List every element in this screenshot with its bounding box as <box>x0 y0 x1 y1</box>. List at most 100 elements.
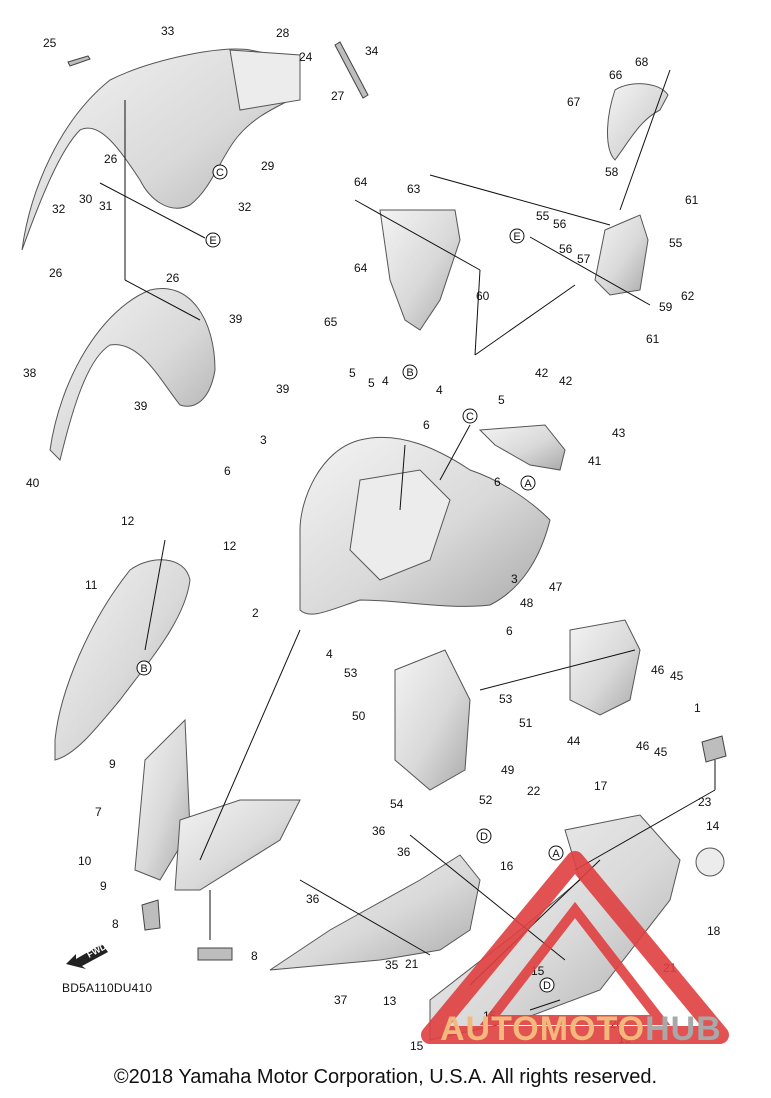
callout-26: 26 <box>166 271 180 285</box>
callout-49: 49 <box>501 763 515 777</box>
callout-6: 6 <box>224 464 231 478</box>
callout-60: 61 <box>646 332 660 346</box>
callout-67: 68 <box>635 55 649 69</box>
callout-64: 64 <box>354 261 368 275</box>
callout-46: 46 <box>651 663 665 677</box>
callout-9: 9 <box>109 757 116 771</box>
part-1-pad <box>701 735 727 763</box>
callout-23: 23 <box>698 795 712 809</box>
reference-mark-C-middle: C <box>462 408 478 424</box>
callout-6: 6 <box>494 475 501 489</box>
callout-39: 39 <box>276 382 290 396</box>
reference-mark-A-middle: A <box>520 475 536 491</box>
watermark-text-part1: AUTOMOTO <box>440 1010 646 1048</box>
callout-12: 12 <box>121 514 135 528</box>
part-38-lower-side-cowl <box>49 288 216 461</box>
callout-34: 34 <box>365 44 379 58</box>
callout-8: 8 <box>112 917 119 931</box>
callout-39: 39 <box>229 312 243 326</box>
watermark-text: AUTOMOTOHUB <box>440 1010 722 1049</box>
callout-59: 60 <box>476 289 490 303</box>
drawing-code: BD5A110DU410 <box>62 981 153 995</box>
callout-15: 15 <box>410 1039 424 1053</box>
callout-6: 6 <box>423 418 430 432</box>
callout-2: 2 <box>252 606 259 620</box>
callout-26: 26 <box>49 266 63 280</box>
part-35-under-panel <box>269 854 481 971</box>
fwd-arrow-icon: FWD <box>62 934 112 974</box>
callout-29: 29 <box>261 159 275 173</box>
reference-mark-B-top: B <box>402 364 418 380</box>
reference-mark-D-lower: D <box>539 977 555 993</box>
callout-41: 41 <box>588 454 602 468</box>
part-65-cover <box>607 83 669 161</box>
callout-10: 10 <box>78 854 92 868</box>
callout-62: 63 <box>407 182 421 196</box>
callout-9: 9 <box>100 879 107 893</box>
callout-32: 32 <box>52 202 66 216</box>
reference-mark-E-upper: E <box>205 232 221 248</box>
callout-5: 5 <box>349 366 356 380</box>
callout-26: 26 <box>104 152 118 166</box>
callout-4: 4 <box>326 647 333 661</box>
reference-mark-A-lower: A <box>548 845 564 861</box>
part-34-stay <box>334 41 369 99</box>
callout-11: 11 <box>85 578 98 592</box>
callout-33: 33 <box>161 24 175 38</box>
part-7-panel <box>134 718 191 881</box>
callout-65: 66 <box>609 68 623 82</box>
callout-32: 32 <box>238 200 252 214</box>
svg-text:B: B <box>406 367 413 379</box>
callout-7: 7 <box>95 805 102 819</box>
callout-21: 21 <box>405 957 419 971</box>
callout-37: 37 <box>334 993 348 1007</box>
part-8-clips <box>141 899 233 961</box>
callout-57: 58 <box>605 165 619 179</box>
callout-55: 55 <box>536 209 550 223</box>
callout-54: 55 <box>669 236 683 250</box>
callout-24: 24 <box>299 50 313 64</box>
callout-52: 52 <box>479 793 493 807</box>
callout-50: 50 <box>352 709 366 723</box>
callout-63: 64 <box>354 175 368 189</box>
callout-28: 28 <box>276 26 290 40</box>
callout-25: 25 <box>43 36 57 50</box>
part-62-inner-panel <box>379 209 461 331</box>
callout-4: 4 <box>436 383 443 397</box>
callout-3: 3 <box>511 572 518 586</box>
callout-55: 56 <box>559 242 573 256</box>
leader-lines <box>99 69 716 1011</box>
callout-44: 44 <box>567 734 581 748</box>
callout-36: 36 <box>372 824 386 838</box>
svg-text:C: C <box>466 411 474 423</box>
callout-42: 42 <box>535 366 549 380</box>
callout-4: 4 <box>382 374 389 388</box>
svg-text:D: D <box>480 831 488 843</box>
svg-text:B: B <box>140 663 147 675</box>
callout-35: 35 <box>385 958 399 972</box>
callout-27: 27 <box>331 89 345 103</box>
callout-42: 42 <box>559 374 573 388</box>
svg-text:C: C <box>216 167 224 179</box>
callout-40: 40 <box>26 476 40 490</box>
callout-3: 3 <box>260 433 267 447</box>
callout-36: 36 <box>306 892 320 906</box>
reference-mark-B-lower: B <box>136 660 152 676</box>
callout-14: 14 <box>706 819 720 833</box>
callout-66: 67 <box>567 95 581 109</box>
callout-48: 48 <box>520 596 534 610</box>
callout-61: 61 <box>685 193 699 207</box>
callout-45: 45 <box>670 669 684 683</box>
callout-46: 46 <box>636 739 650 753</box>
svg-text:A: A <box>524 478 532 490</box>
callout-56: 56 <box>553 217 567 231</box>
part-50-panel <box>394 649 471 791</box>
reference-mark-C-upper: C <box>212 164 228 180</box>
callout-51: 51 <box>519 716 533 730</box>
svg-text:D: D <box>543 980 551 992</box>
part-2-main-cowling <box>299 436 551 615</box>
reference-mark-E-right: E <box>509 228 525 244</box>
callout-8: 8 <box>251 949 258 963</box>
callout-45: 45 <box>654 745 668 759</box>
